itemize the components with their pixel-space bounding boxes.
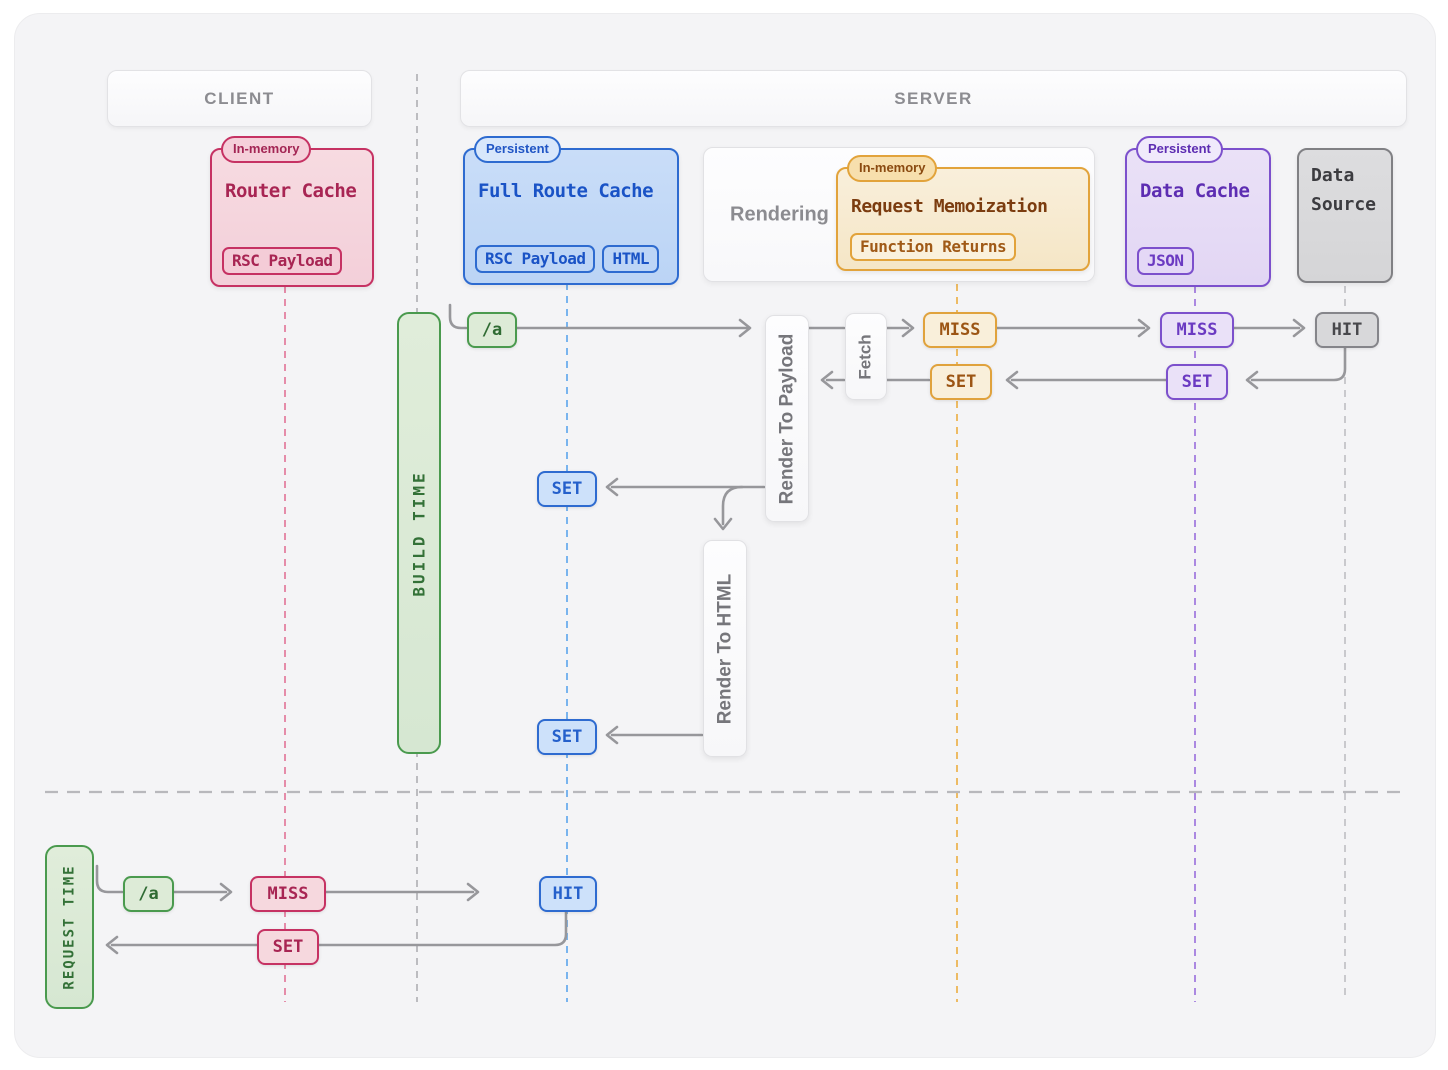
router-cache-set-badge: SET xyxy=(257,929,319,965)
render-to-html-box: Render To HTML xyxy=(703,540,747,757)
arrowhead xyxy=(901,318,915,338)
full-route-cache-chips: RSC Payload HTML xyxy=(475,245,659,273)
build-time-label: BUILD TIME xyxy=(409,469,429,597)
arrow-hit-to-client xyxy=(110,907,568,947)
rsc-payload-chip: RSC Payload xyxy=(222,247,343,275)
full-route-set-payload-badge: SET xyxy=(537,471,597,507)
server-lane-label: SERVER xyxy=(894,88,973,108)
router-cache-chips: RSC Payload xyxy=(222,247,343,275)
data-cache-set-badge: SET xyxy=(1166,364,1228,400)
function-returns-chip: Function Returns xyxy=(850,233,1017,261)
request-memoization-chips: Function Returns xyxy=(850,233,1017,261)
render-to-payload-box: Render To Payload xyxy=(765,315,809,522)
data-source-box: Data Source xyxy=(1297,148,1393,283)
persistent-badge: Persistent xyxy=(474,136,561,163)
arrowhead xyxy=(605,725,619,745)
full-route-hit-badge: HIT xyxy=(539,876,597,912)
rendering-panel: Rendering In-memory Request Memoization … xyxy=(703,147,1095,282)
hook-build-route xyxy=(448,303,468,330)
rendering-label: Rendering xyxy=(730,203,829,225)
arrowhead xyxy=(1292,318,1306,338)
arrowhead xyxy=(219,882,233,902)
route-a-badge-request: /a xyxy=(123,876,174,912)
memoization-set-badge: SET xyxy=(930,364,992,400)
data-cache-chips: JSON xyxy=(1137,247,1194,275)
fetch-label: Fetch xyxy=(856,333,875,380)
request-time-label: REQUEST TIME xyxy=(61,864,78,990)
rsc-payload-chip: RSC Payload xyxy=(475,245,596,273)
router-cache-title: Router Cache xyxy=(225,180,357,202)
arrow-branch-to-html xyxy=(721,485,744,526)
hook-request-route xyxy=(95,864,124,894)
full-route-cache-title: Full Route Cache xyxy=(478,180,654,202)
full-route-cache-box: Persistent Full Route Cache RSC Payload … xyxy=(463,136,679,285)
arrowhead xyxy=(466,882,480,902)
arrowhead xyxy=(1005,370,1019,390)
fetch-box: Fetch xyxy=(845,313,887,400)
memoization-miss-badge: MISS xyxy=(923,312,997,348)
client-lane-label: CLIENT xyxy=(204,88,275,108)
persistent-badge: Persistent xyxy=(1136,136,1223,163)
data-cache-title: Data Cache xyxy=(1140,180,1250,202)
in-memory-badge: In-memory xyxy=(847,155,938,182)
server-lane-header: SERVER xyxy=(460,70,1407,127)
arrowhead xyxy=(820,370,834,390)
router-cache-box: In-memory Router Cache RSC Payload xyxy=(210,136,374,287)
router-cache-miss-badge: MISS xyxy=(250,876,326,912)
render-to-payload-label: Render To Payload xyxy=(776,333,797,504)
build-time-bar: BUILD TIME xyxy=(397,312,441,754)
request-memoization-title: Request Memoization xyxy=(851,196,1048,217)
arrowhead xyxy=(738,318,752,338)
request-time-bar: REQUEST TIME xyxy=(45,845,94,1009)
arrowhead xyxy=(1245,370,1259,390)
arrowhead xyxy=(713,517,733,531)
request-memoization-box: In-memory Request Memoization Function R… xyxy=(836,155,1090,271)
arrowhead xyxy=(605,477,619,497)
data-source-line2: Source xyxy=(1311,193,1377,215)
flow-arrows xyxy=(95,303,1347,955)
data-cache-box: Persistent Data Cache JSON xyxy=(1125,136,1271,287)
data-source-hit-badge: HIT xyxy=(1315,312,1379,348)
arrowhead xyxy=(105,935,119,955)
client-lane-header: CLIENT xyxy=(107,70,372,127)
json-chip: JSON xyxy=(1137,247,1194,275)
route-a-badge-build: /a xyxy=(467,312,517,348)
render-to-html-label: Render To HTML xyxy=(714,573,735,724)
in-memory-badge: In-memory xyxy=(221,136,312,163)
data-cache-miss-badge: MISS xyxy=(1160,312,1234,348)
html-chip: HTML xyxy=(602,245,659,273)
data-source-line1: Data xyxy=(1311,165,1355,186)
arrowhead xyxy=(1137,318,1151,338)
full-route-set-html-badge: SET xyxy=(537,719,597,755)
arrow-hit-to-set xyxy=(1250,343,1347,382)
